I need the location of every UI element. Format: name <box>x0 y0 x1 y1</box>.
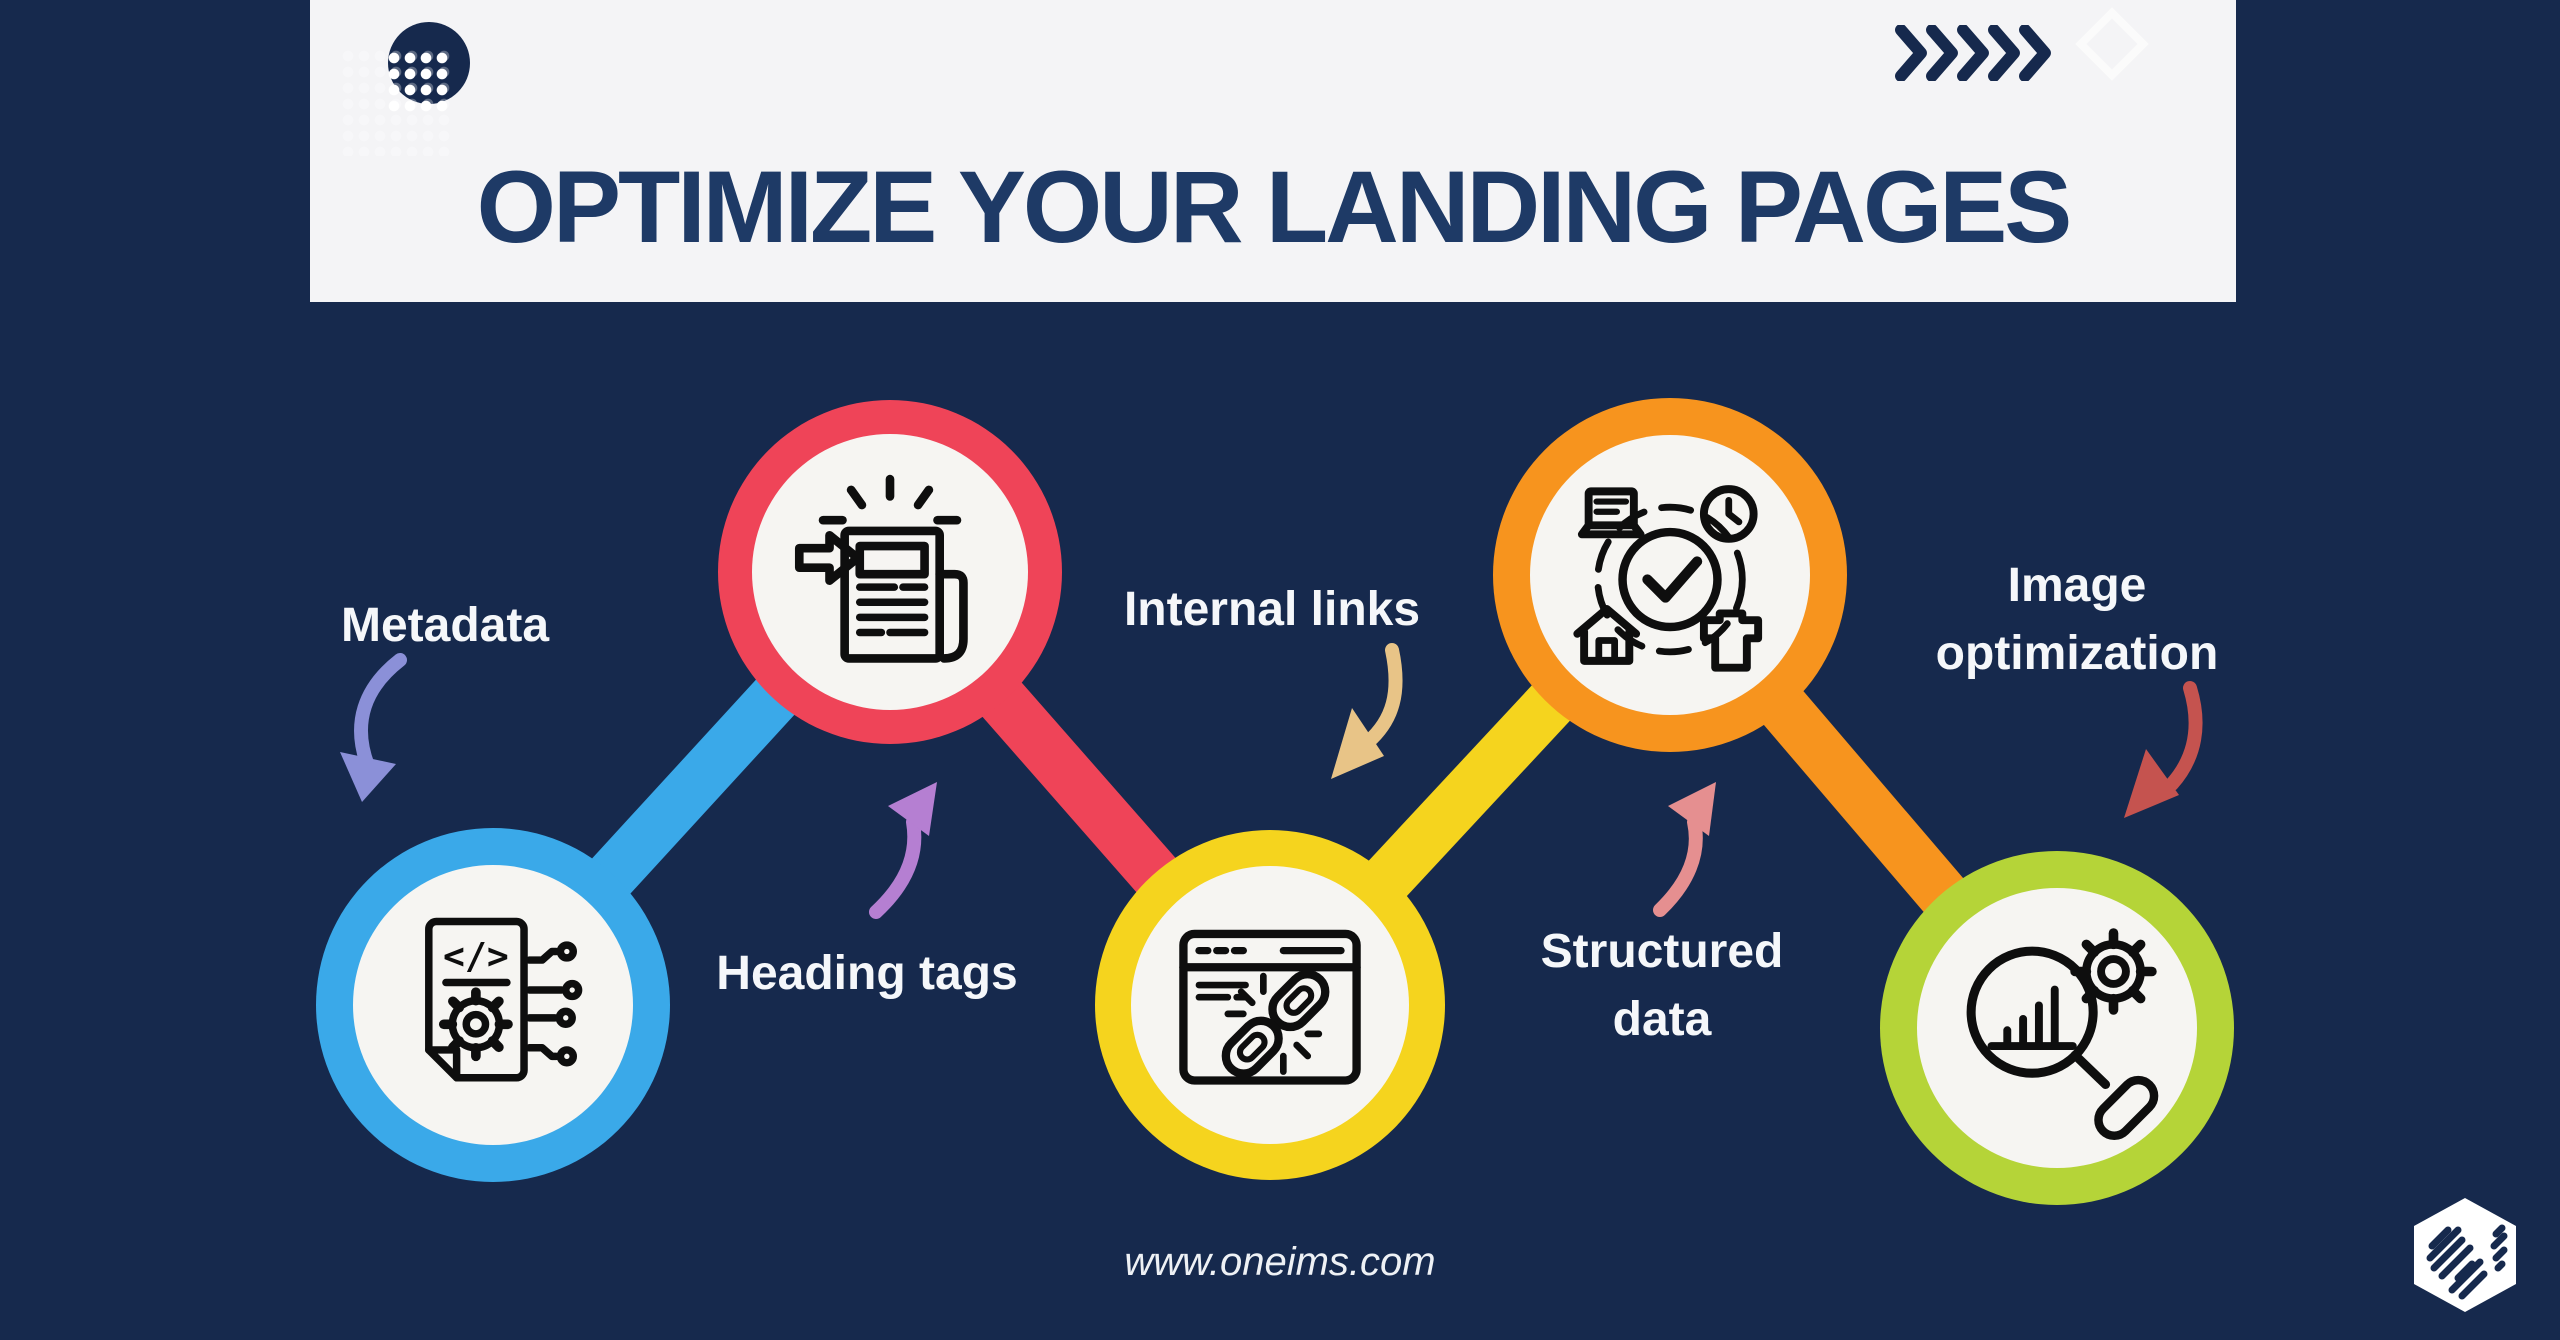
node-metadata: </> <box>316 828 670 1182</box>
structured-data-arrow-icon <box>1653 815 1703 917</box>
image-optimization-arrowhead <box>2124 749 2179 818</box>
schema-check-icon <box>1573 485 1763 672</box>
structured-data-arrowhead <box>1668 782 1716 836</box>
heading-tags-arrowhead <box>888 782 937 836</box>
metadata-arrow-icon <box>354 653 407 773</box>
svg-text:</>: </> <box>443 935 509 978</box>
dot-grid-decoration <box>386 50 452 112</box>
browser-broken-link-icon <box>1179 929 1361 1085</box>
oneims-hexagon-logo-icon <box>2414 1198 2516 1312</box>
internal-links-arrow-icon <box>1361 643 1403 749</box>
code-document-circuit-icon: </> <box>425 917 583 1082</box>
magnifier-chart-gear-icon <box>1966 928 2159 1140</box>
node-image-optimization <box>1880 851 2234 1205</box>
heading-tags-arrow-icon <box>869 815 922 919</box>
label-internal-links: Internal links <box>1123 583 1421 636</box>
label-image-optimization: Image optimization <box>1935 559 2219 681</box>
metadata-arrowhead <box>340 752 396 802</box>
node-structured-data <box>1493 398 1847 752</box>
internal-links-arrowhead <box>1331 708 1384 779</box>
node-internal-links <box>1095 830 1445 1180</box>
node-heading-tags <box>718 400 1062 744</box>
page-title: OPTIMIZE YOUR LANDING PAGES <box>476 150 2073 265</box>
chevron-arrows-icon <box>1895 25 2051 81</box>
label-metadata: Metadata <box>340 599 550 652</box>
label-structured-data: Structured data <box>1540 925 1784 1047</box>
newspaper-arrow-icon <box>794 474 968 663</box>
website-url: www.oneims.com <box>1124 1240 1436 1284</box>
label-heading-tags: Heading tags <box>716 947 1018 1000</box>
image-optimization-arrow-icon <box>2165 681 2203 791</box>
